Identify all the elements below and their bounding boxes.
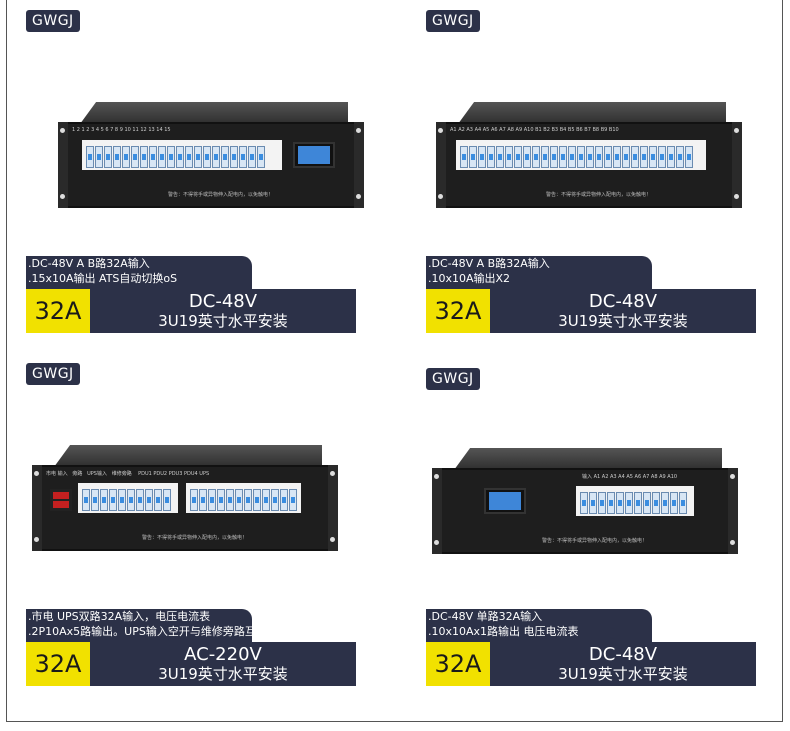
voltage-label: DC-48V [188,291,258,312]
breaker-panel-output [186,483,301,513]
brand-badge: GWGJ [426,10,480,32]
brand-badge: GWGJ [426,368,480,390]
product-card-4: GWGJ 输入 A1 A2 A3 A4 A5 A6 A7 A8 A9 A10 警… [426,368,790,708]
rating-bar: 32A AC-220V 3U19英寸水平安装 [26,642,356,686]
voltage-label: DC-48V [588,644,658,665]
breaker-panel [456,140,706,170]
voltage-label: AC-220V [184,644,262,665]
spec-line-1: .DC-48V 单路32A输入 [428,610,543,623]
rack-unit-image: 市电 输入 旁路 UPS输入 维修旁路 PDU1 PDU2 PDU3 PDU4 … [32,445,340,555]
rating-bar: 32A DC-48V 3U19英寸水平安装 [26,289,356,333]
spec-box: .市电 UPS双路32A输入，电压电流表 .2P10Ax5路输出。UPS输入空开… [26,609,267,643]
spec-line-2: .15x10A输出 ATS自动切换oS [28,272,178,285]
voltage-label: DC-48V [588,291,658,312]
breaker-panel-input [78,483,178,513]
current-rating: 32A [26,289,90,333]
breaker-panel [576,486,694,516]
rack-unit-image: A1 A2 A3 A4 A5 A6 A7 A8 A9 A10 B1 B2 B3 … [436,102,744,212]
spec-box: .DC-48V A B路32A输入 .10x10A输出X2 [426,256,652,290]
product-card-2: GWGJ A1 A2 A3 A4 A5 A6 A7 A8 A9 A10 B1 B… [426,10,790,350]
brand-badge: GWGJ [26,363,80,385]
product-card-1: GWGJ 1 2 1 2 3 4 5 6 7 8 9 10 11 12 13 1… [26,10,406,350]
brand-badge: GWGJ [26,10,80,32]
lcd-meter-icon [293,142,335,168]
lcd-meter-icon [484,488,526,514]
current-rating: 32A [426,289,490,333]
spec-box: .DC-48V 单路32A输入 .10x10Ax1路输出 电压电流表 [426,609,652,643]
spec-line-2: .2P10Ax5路输出。UPS输入空开与维修旁路互锁 [28,625,267,638]
rating-bar: 32A DC-48V 3U19英寸水平安装 [426,642,756,686]
spec-line-2: .10x10A输出X2 [428,272,511,285]
spec-box: .DC-48V A B路32A输入 .15x10A输出 ATS自动切换oS [26,256,252,290]
rating-bar: 32A DC-48V 3U19英寸水平安装 [426,289,756,333]
breaker-panel [82,140,282,170]
spec-line-1: .DC-48V A B路32A输入 [428,257,550,270]
current-rating: 32A [426,642,490,686]
rack-unit-image: 输入 A1 A2 A3 A4 A5 A6 A7 A8 A9 A10 警告：不得将… [432,448,740,558]
install-label: 3U19英寸水平安装 [158,665,288,683]
rack-unit-image: 1 2 1 2 3 4 5 6 7 8 9 10 11 12 13 14 15 … [58,102,366,212]
install-label: 3U19英寸水平安装 [158,312,288,330]
current-rating: 32A [26,642,90,686]
install-label: 3U19英寸水平安装 [558,312,688,330]
spec-line-2: .10x10Ax1路输出 电压电流表 [428,625,579,638]
volt-amp-meter-icon [50,489,72,511]
install-label: 3U19英寸水平安装 [558,665,688,683]
product-card-3: GWGJ 市电 输入 旁路 UPS输入 维修旁路 PDU1 PDU2 PDU3 … [26,363,406,703]
page-frame [6,0,783,722]
spec-line-1: .DC-48V A B路32A输入 [28,257,150,270]
spec-line-1: .市电 UPS双路32A输入，电压电流表 [28,610,211,623]
